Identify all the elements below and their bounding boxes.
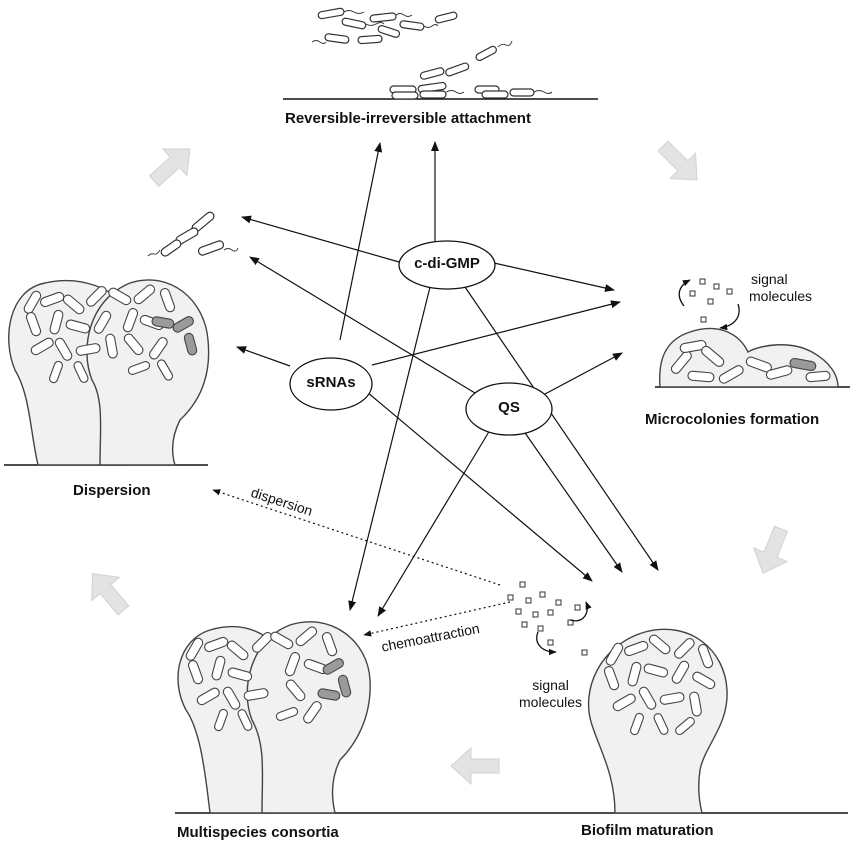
- arrow-cdigmp-microcolonies: [494, 263, 614, 290]
- cycle-arrow-to-dispersion: [79, 562, 137, 622]
- cycle-arrow-to-attachment: [142, 136, 202, 195]
- qs-label: QS: [467, 399, 551, 416]
- stage-dispersion-label: Dispersion: [73, 482, 151, 499]
- arrow-dispersion: [213, 490, 500, 585]
- srnas-label: sRNAs: [290, 374, 372, 391]
- arrow-srnas-attachment: [340, 143, 380, 340]
- signal-molecules-top-label: signal molecules: [749, 271, 812, 305]
- arrow-cdigmp-consortia: [350, 287, 430, 610]
- signal-molecules-bottom-label: signal molecules: [519, 677, 582, 711]
- signal-bottom-line1: signal: [519, 677, 582, 694]
- stage-attachment-label: Reversible-irreversible attachment: [285, 110, 531, 127]
- dispersing-bacteria: [160, 211, 225, 258]
- regulatory-arrows: [213, 142, 658, 635]
- signal-top-line2: molecules: [749, 288, 812, 305]
- stage-maturation-label: Biofilm maturation: [581, 822, 714, 839]
- cycle-arrow-to-maturation: [746, 522, 797, 580]
- arrow-srnas-dispersion: [237, 347, 290, 366]
- cdigmp-label: c-di-GMP: [397, 255, 497, 272]
- arrow-cdigmp-dispersing: [242, 217, 399, 262]
- arrow-qs-microcolonies: [545, 353, 622, 394]
- planktonic-bacteria: [318, 8, 534, 99]
- signal-top-line1: signal: [749, 271, 812, 288]
- cycle-arrow-to-consortia: [451, 748, 499, 784]
- stage-microcolonies-label: Microcolonies formation: [645, 411, 819, 428]
- arrow-srnas-microcolonies: [372, 302, 620, 365]
- dispersion-biofilm: [9, 280, 209, 465]
- cycle-arrow-to-microcolonies: [650, 133, 709, 192]
- arrow-qs-consortia: [378, 430, 490, 616]
- stage-consortia-label: Multispecies consortia: [177, 824, 339, 841]
- signal-bottom-line2: molecules: [519, 694, 582, 711]
- arrow-qs-maturation: [523, 430, 622, 572]
